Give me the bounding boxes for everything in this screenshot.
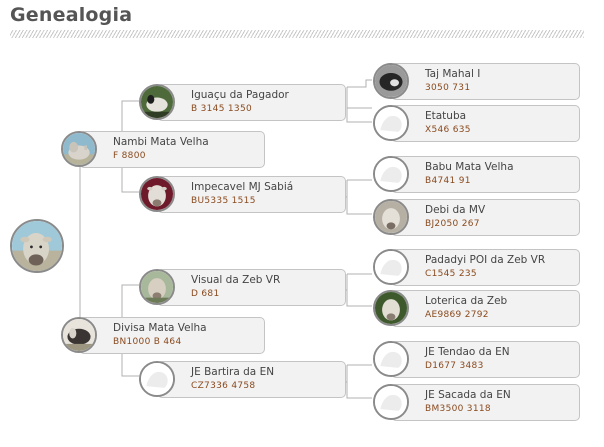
cattle-photo-icon — [63, 133, 95, 165]
pedigree-card-sds[interactable]: Babu Mata Velha B4741 91 — [391, 156, 580, 193]
animal-name: Taj Mahal I — [425, 68, 481, 80]
pedigree-card-sire-dam[interactable]: Impecavel MJ Sabiá BU5335 1515 — [157, 176, 346, 213]
cattle-photo-icon — [375, 65, 407, 97]
animal-registration: BN1000 B 464 — [113, 337, 182, 347]
pedigree-card-dam-dam[interactable]: JE Bartira da EN CZ7336 4758 — [157, 361, 346, 398]
animal-registration: AE9869 2792 — [425, 310, 489, 320]
pedigree-card-dam-sire[interactable]: Visual da Zeb VR D 681 — [157, 269, 346, 306]
cattle-photo-icon — [141, 178, 173, 210]
page-title: Genealogia — [10, 4, 133, 26]
pedigree-card-dsd[interactable]: Loterica da Zeb AE9869 2792 — [391, 290, 580, 327]
animal-registration: BJ2050 267 — [425, 219, 480, 229]
animal-name: Nambi Mata Velha — [113, 136, 209, 148]
animal-name: JE Bartira da EN — [191, 366, 275, 378]
cattle-photo-icon — [375, 201, 407, 233]
animal-registration: BM3500 3118 — [425, 404, 491, 414]
cattle-photo-icon — [141, 271, 173, 303]
placeholder-silhouette-icon — [375, 158, 407, 190]
animal-name: Impecavel MJ Sabiá — [191, 181, 294, 193]
sss-avatar[interactable] — [373, 63, 409, 99]
animal-name: JE Sacada da EN — [425, 389, 511, 401]
placeholder-silhouette-icon — [375, 343, 407, 375]
pedigree-card-dam[interactable]: Divisa Mata Velha BN1000 B 464 — [79, 317, 265, 354]
title-divider — [10, 30, 584, 38]
cattle-photo-icon — [63, 319, 95, 351]
pedigree-card-sdd[interactable]: Debi da MV BJ2050 267 — [391, 199, 580, 236]
connector-sire-sire-parents — [346, 79, 372, 123]
dam-sire-avatar[interactable] — [139, 269, 175, 305]
dam-dam-avatar[interactable] — [139, 361, 175, 397]
ssd-avatar[interactable] — [373, 105, 409, 141]
pedigree-card-dds[interactable]: JE Tendao da EN D1677 3483 — [391, 341, 580, 378]
placeholder-silhouette-icon — [375, 386, 407, 418]
pedigree-card-ssd[interactable]: Etatuba X546 635 — [391, 105, 580, 142]
animal-name: Loterica da Zeb — [425, 295, 508, 307]
animal-name: JE Tendao da EN — [425, 346, 510, 358]
animal-registration: D1677 3483 — [425, 361, 484, 371]
animal-registration: BU5335 1515 — [191, 196, 256, 206]
ddd-avatar[interactable] — [373, 384, 409, 420]
cattle-photo-icon — [141, 86, 173, 118]
sire-avatar[interactable] — [61, 131, 97, 167]
pedigree-card-dss[interactable]: Padadyi POI da Zeb VR C1545 235 — [391, 249, 580, 286]
animal-registration: B 3145 1350 — [191, 104, 253, 114]
pedigree-card-sire[interactable]: Nambi Mata Velha F 8800 — [79, 131, 265, 168]
animal-registration: C1545 235 — [425, 269, 477, 279]
pedigree-card-ddd[interactable]: JE Sacada da EN BM3500 3118 — [391, 384, 580, 421]
animal-registration: 3050 731 — [425, 83, 471, 93]
animal-registration: D 681 — [191, 289, 220, 299]
animal-name: Etatuba — [425, 110, 467, 122]
placeholder-silhouette-icon — [141, 363, 173, 395]
animal-name: Divisa Mata Velha — [113, 322, 207, 334]
sire-dam-avatar[interactable] — [139, 176, 175, 212]
subject-avatar[interactable] — [10, 219, 64, 273]
pedigree-card-sire-sire[interactable]: Iguaçu da Pagador B 3145 1350 — [157, 84, 346, 121]
dsd-avatar[interactable] — [373, 290, 409, 326]
animal-name: Padadyi POI da Zeb VR — [425, 254, 546, 266]
sdd-avatar[interactable] — [373, 199, 409, 235]
sire-sire-avatar[interactable] — [139, 84, 175, 120]
animal-registration: CZ7336 4758 — [191, 381, 256, 391]
placeholder-silhouette-icon — [375, 107, 407, 139]
cattle-photo-icon — [375, 292, 407, 324]
animal-registration: X546 635 — [425, 125, 471, 135]
animal-name: Debi da MV — [425, 204, 486, 216]
animal-name: Babu Mata Velha — [425, 161, 514, 173]
placeholder-silhouette-icon — [375, 251, 407, 283]
dss-avatar[interactable] — [373, 249, 409, 285]
animal-name: Iguaçu da Pagador — [191, 89, 289, 101]
animal-registration: B4741 91 — [425, 176, 471, 186]
sds-avatar[interactable] — [373, 156, 409, 192]
dds-avatar[interactable] — [373, 341, 409, 377]
cattle-photo-icon — [12, 221, 62, 271]
dam-avatar[interactable] — [61, 317, 97, 353]
animal-registration: F 8800 — [113, 151, 146, 161]
pedigree-card-sss[interactable]: Taj Mahal I 3050 731 — [391, 63, 580, 100]
animal-name: Visual da Zeb VR — [191, 274, 281, 286]
